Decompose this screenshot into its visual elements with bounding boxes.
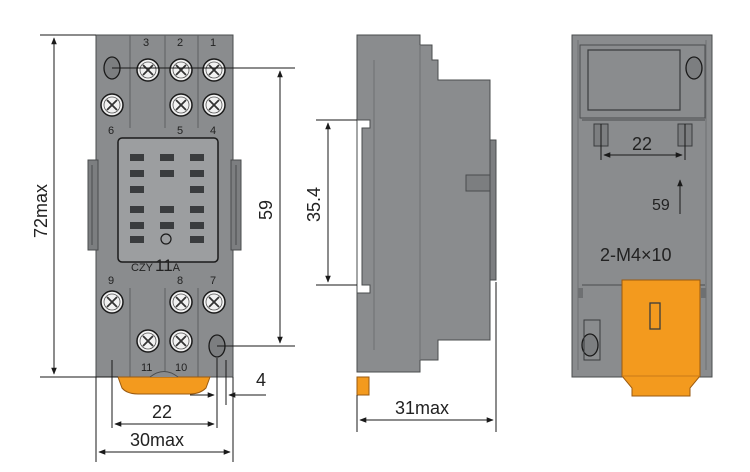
socket-key-hole — [160, 233, 172, 245]
svg-text:59: 59 — [256, 200, 276, 220]
svg-text:72max: 72max — [31, 184, 51, 238]
dimension-22: 22 — [114, 402, 215, 427]
svg-text:59: 59 — [652, 197, 670, 214]
retaining-clip — [117, 376, 211, 395]
screw-terminal — [136, 58, 160, 82]
screw-terminal — [100, 290, 124, 314]
screw-terminal — [202, 290, 226, 314]
screw-terminal — [136, 329, 160, 353]
back-view: 22 59 2-M4×10 — [571, 34, 713, 397]
svg-text:30max: 30max — [130, 430, 184, 450]
terminal-number: 4 — [210, 125, 216, 137]
back-clip — [621, 279, 701, 397]
dimension-31max: 31max — [356, 282, 497, 432]
screw-terminal — [169, 290, 193, 314]
screw-terminal — [169, 58, 193, 82]
svg-text:31max: 31max — [395, 398, 449, 418]
screw-terminal — [169, 93, 193, 117]
terminal-number: 1 — [210, 37, 216, 49]
svg-text:22: 22 — [152, 402, 172, 422]
svg-text:22: 22 — [632, 134, 652, 154]
side-clip — [356, 376, 370, 396]
dimension-30max: 30max — [98, 430, 231, 455]
terminal-number: 9 — [108, 275, 114, 287]
back-mount-hole-top — [685, 56, 703, 80]
screw-spec-label: 2-M4×10 — [600, 245, 672, 265]
terminal-number: 7 — [210, 275, 216, 287]
terminal-number: 10 — [175, 362, 187, 374]
terminal-number: 11 — [141, 362, 152, 374]
svg-text:35.4: 35.4 — [304, 187, 324, 222]
dimension-59: 59 — [112, 67, 295, 347]
svg-text:4: 4 — [256, 370, 266, 390]
back-mount-hole-bottom — [581, 333, 599, 357]
dimension-72max: 72max — [31, 34, 118, 378]
screw-terminal — [169, 329, 193, 353]
screw-terminal — [202, 58, 226, 82]
side-view: 35.4 31max — [304, 34, 497, 432]
dimension-4: 4 — [190, 370, 266, 398]
terminal-number: 3 — [143, 37, 149, 49]
terminal-number: 8 — [177, 275, 183, 287]
back-dimension-59: 59 — [652, 179, 683, 214]
screw-terminal — [100, 93, 124, 117]
dimension-35-4: 35.4 — [304, 119, 357, 286]
terminal-number: 2 — [177, 37, 183, 49]
terminal-number: 6 — [108, 125, 114, 137]
relay-socket-pad — [117, 137, 219, 263]
screw-terminal — [202, 93, 226, 117]
back-dimension-22: 22 — [603, 134, 683, 158]
side-body — [356, 34, 496, 373]
terminal-number: 5 — [177, 125, 183, 137]
socket-holes — [130, 154, 204, 243]
